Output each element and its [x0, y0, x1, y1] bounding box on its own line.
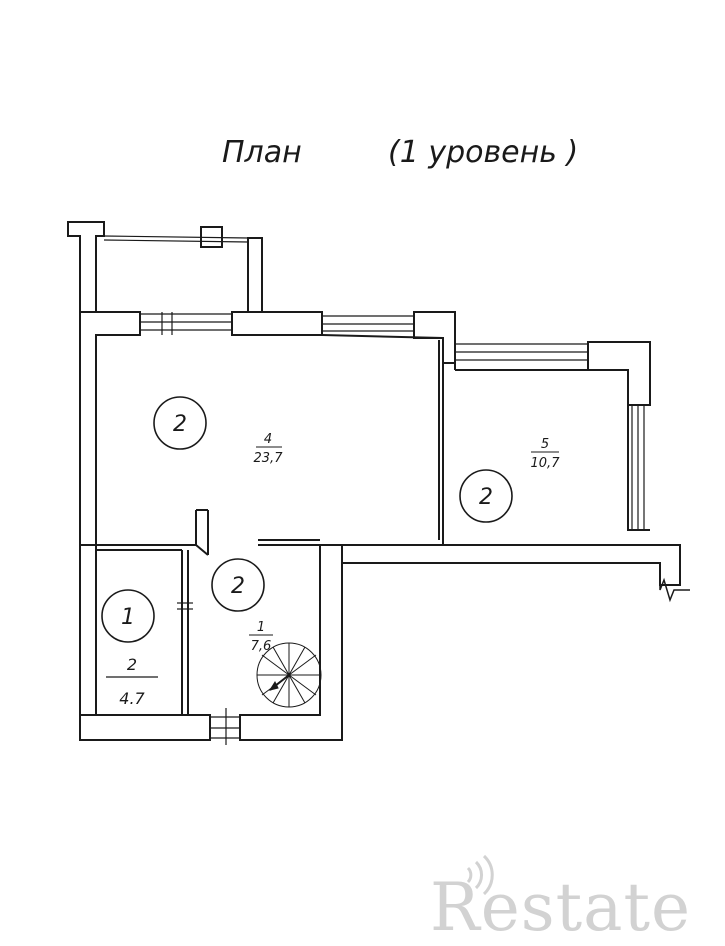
windows — [103, 235, 645, 745]
watermark-text: Restate — [430, 869, 691, 946]
outer-wall-bottom — [79, 714, 211, 741]
room-4-number: 4 — [264, 432, 272, 447]
level-label: (1 уровень ) — [388, 135, 578, 170]
outer-wall — [79, 311, 141, 546]
plan-title: План — [222, 135, 302, 170]
floor-type-marker-room-2 — [101, 589, 155, 643]
top-wall-mid — [231, 311, 323, 336]
floor-type-room-4: 2 — [173, 412, 187, 437]
room-4-area: 23,7 — [254, 451, 284, 466]
floor-type-marker-room-5 — [459, 469, 513, 523]
floor-type-room-5: 2 — [479, 485, 493, 510]
top-wall-right — [587, 341, 651, 406]
balcony-post-left — [67, 221, 105, 313]
room-5-area: 10,7 — [531, 456, 561, 471]
break-line — [659, 577, 690, 603]
signal-icon — [466, 854, 494, 896]
restate-watermark: Restate — [430, 854, 691, 946]
floor-type-marker-room-4 — [153, 396, 207, 450]
balcony-post-right — [247, 237, 263, 313]
spiral-staircase-icon — [256, 642, 322, 708]
outer-wall-left — [79, 544, 97, 716]
room-2-area: 4.7 — [119, 689, 145, 708]
walls — [67, 221, 681, 741]
floor-type-room-2: 1 — [121, 605, 135, 630]
floor-type-room-1: 2 — [231, 574, 245, 599]
room-5-number: 5 — [541, 437, 549, 452]
floor-type-marker-room-1 — [211, 558, 265, 612]
partitions — [96, 334, 629, 715]
room-2-number: 2 — [127, 655, 137, 674]
room-1-number: 1 — [257, 620, 265, 635]
inner-wall-horizontal — [320, 544, 681, 586]
room-1-area: 7,6 — [251, 639, 272, 654]
right-wall — [627, 405, 650, 531]
